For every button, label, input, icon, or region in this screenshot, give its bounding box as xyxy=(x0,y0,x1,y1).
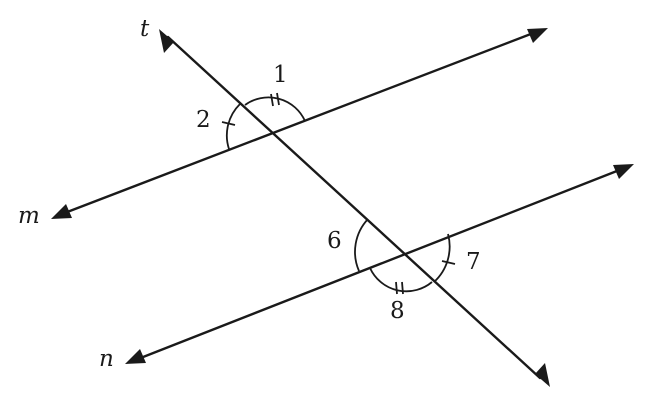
label-angle-2: 2 xyxy=(196,107,211,133)
angle-6-marker xyxy=(354,218,369,272)
line-t-arrow-top xyxy=(159,29,174,53)
label-n: n xyxy=(99,346,114,372)
line-m xyxy=(51,28,548,219)
label-angle-6: 6 xyxy=(327,228,342,254)
label-m: m xyxy=(18,203,40,229)
angle-1-marker xyxy=(244,92,306,122)
label-t: t xyxy=(140,16,150,42)
line-n xyxy=(125,164,634,364)
label-angle-1: 1 xyxy=(273,62,288,88)
angle-8-marker xyxy=(369,267,433,295)
label-angle-8: 8 xyxy=(390,298,405,324)
angle-7-marker xyxy=(433,233,456,283)
line-m-arrow-right xyxy=(527,28,548,43)
angle-2-marker xyxy=(221,103,241,150)
line-n-arrow-right xyxy=(613,164,634,179)
line-n-arrow-left xyxy=(125,349,146,364)
line-t xyxy=(159,29,550,387)
line-t-arrow-bottom xyxy=(535,363,550,387)
label-angle-7: 7 xyxy=(466,249,481,275)
line-m-arrow-left xyxy=(51,204,72,219)
